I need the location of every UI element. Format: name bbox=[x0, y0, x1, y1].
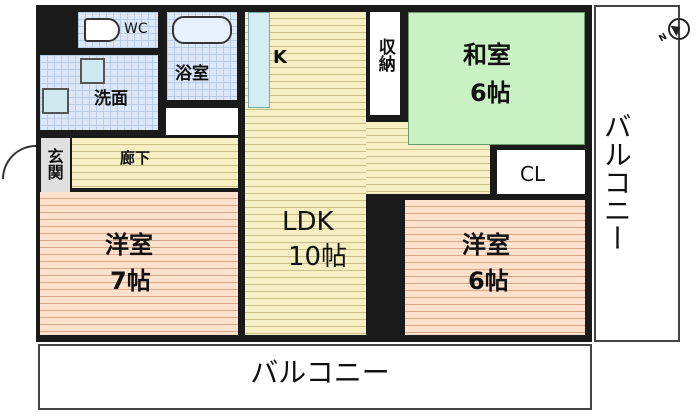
washbasin-icon bbox=[80, 58, 105, 84]
closet bbox=[497, 150, 585, 194]
kitchen-label: K bbox=[273, 47, 287, 68]
western-room-left bbox=[40, 192, 238, 335]
hallway bbox=[72, 138, 238, 188]
balcony-right-label: バルコニー bbox=[599, 112, 633, 252]
western-right-name: 洋室 bbox=[462, 231, 510, 259]
japanese-room-name: 和室 bbox=[463, 41, 511, 69]
entrance-door[interactable] bbox=[2, 145, 36, 179]
closet-label: CL bbox=[520, 162, 546, 186]
storage bbox=[370, 12, 400, 115]
washroom-label: 洗面 bbox=[94, 89, 128, 109]
balcony-bottom bbox=[38, 344, 592, 410]
entrance-label: 玄関 bbox=[44, 148, 64, 180]
hallway-label: 廊下 bbox=[120, 149, 151, 167]
wc-label: WC bbox=[124, 21, 148, 37]
washing-machine-icon bbox=[42, 88, 69, 114]
japanese-room-size: 6帖 bbox=[470, 79, 511, 107]
western-room-right bbox=[405, 200, 585, 335]
ldk-name: LDK bbox=[282, 207, 334, 237]
ldk-size: 10帖 bbox=[288, 242, 348, 272]
western-right-size: 6帖 bbox=[468, 267, 509, 295]
kitchen-counter bbox=[248, 12, 270, 108]
toilet-icon bbox=[84, 18, 120, 42]
bath-label: 浴室 bbox=[175, 64, 209, 84]
compass-icon bbox=[668, 18, 690, 40]
balcony-right bbox=[594, 5, 680, 342]
japanese-room bbox=[408, 12, 585, 145]
hall-closet bbox=[166, 108, 238, 135]
storage-label: 収納 bbox=[374, 38, 395, 72]
balcony-bottom-label: バルコニー bbox=[250, 356, 390, 389]
bathtub-icon bbox=[172, 16, 232, 44]
western-left-name: 洋室 bbox=[105, 231, 153, 259]
western-left-size: 7帖 bbox=[110, 267, 151, 295]
